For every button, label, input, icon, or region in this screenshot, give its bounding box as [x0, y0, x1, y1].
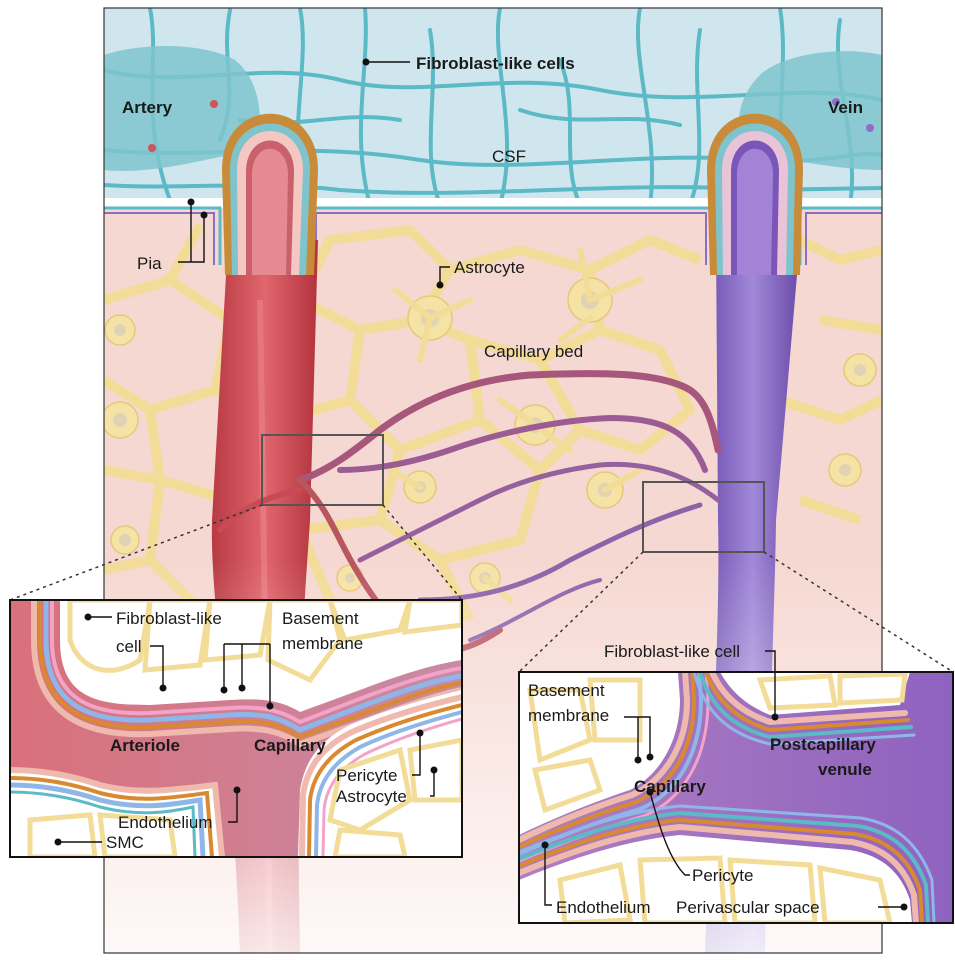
artery-cell [210, 100, 218, 108]
label-astrocyte: Astrocyte [454, 258, 525, 277]
label-pericyte-left: Pericyte [336, 766, 397, 785]
label-endothelium-right: Endothelium [556, 898, 651, 917]
label-postcapillary-2: venule [818, 760, 872, 779]
label-capillary-right: Capillary [634, 777, 706, 796]
artery-bulb [222, 114, 318, 275]
vein-bulb [707, 114, 803, 275]
label-basement-right-2: membrane [528, 706, 609, 725]
label-fibroblast-like-right: Fibroblast-like cell [604, 642, 740, 661]
label-endothelium-left: Endothelium [118, 813, 213, 832]
label-csf: CSF [492, 147, 526, 166]
label-artery: Artery [122, 98, 173, 117]
label-capillary-left: Capillary [254, 736, 326, 755]
label-pericyte-right: Pericyte [692, 866, 753, 885]
inset-arteriole-capillary [10, 600, 462, 857]
label-capillary-bed: Capillary bed [484, 342, 583, 361]
label-perivascular-space: Perivascular space [676, 898, 820, 917]
label-postcapillary-1: Postcapillary [770, 735, 876, 754]
label-arteriole: Arteriole [110, 736, 180, 755]
label-fibroblast-like-left-2: cell [116, 637, 142, 656]
vein-cell [866, 124, 874, 132]
artery-cell [148, 144, 156, 152]
label-basement-left-2: membrane [282, 634, 363, 653]
label-basement-left-1: Basement [282, 609, 359, 628]
label-basement-right-1: Basement [528, 681, 605, 700]
label-fibroblast-like-left-1: Fibroblast-like [116, 609, 222, 628]
label-pia: Pia [137, 254, 162, 273]
label-astrocyte-left: Astrocyte [336, 787, 407, 806]
label-vein: Vein [828, 98, 863, 117]
label-fibroblast-cells: Fibroblast-like cells [416, 54, 575, 73]
label-smc: SMC [106, 833, 144, 852]
